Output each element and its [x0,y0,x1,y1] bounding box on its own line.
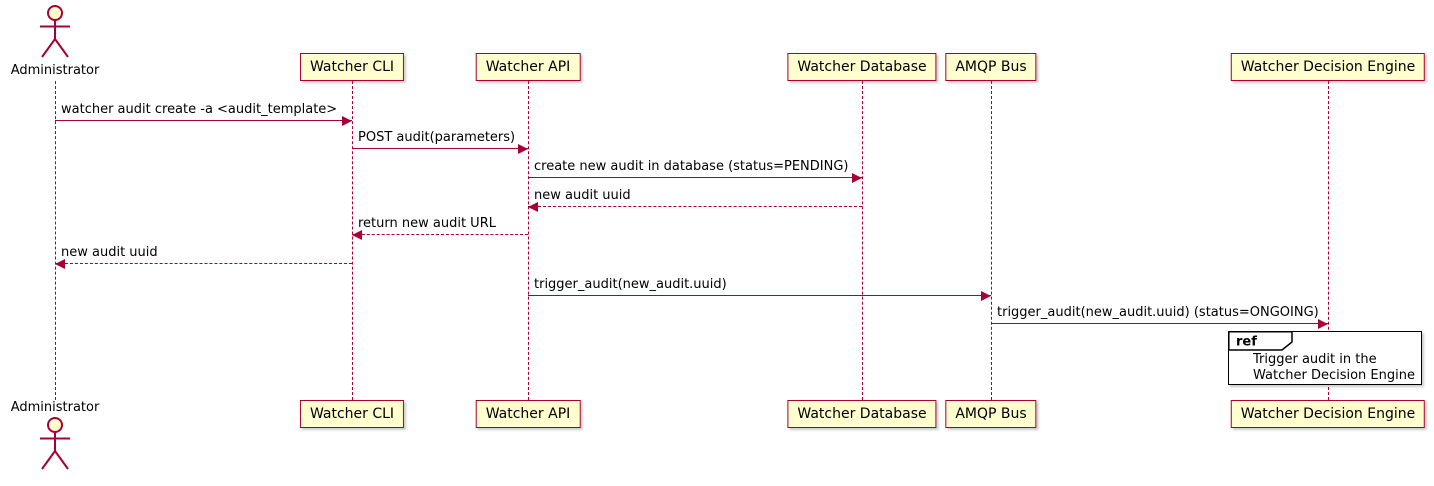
arrowhead-2 [518,144,528,154]
message-label-8: trigger_audit(new_audit.uuid) (status=ON… [997,305,1319,320]
message-line-3 [528,177,862,178]
participant-top-watcher-cli: Watcher CLI [299,53,405,81]
message-label-2: POST audit(parameters) [358,130,516,145]
actor-figure-bottom-administrator [36,416,74,474]
arrowhead-5 [352,230,362,240]
participant-top-watcher-database: Watcher Database [787,53,937,81]
participant-bottom-watcher-api: Watcher API [475,400,581,428]
arrowhead-8 [1318,319,1328,329]
ref-tag-label: ref [1236,334,1257,349]
arrowhead-6 [55,259,65,269]
lifeline-watcher-decision-engine [1328,81,1329,400]
participant-bottom-amqp-bus: AMQP Bus [945,400,1037,428]
arrowhead-3 [852,173,862,183]
message-line-4 [528,206,862,207]
actor-figure-top-administrator [36,4,74,62]
lifeline-watcher-cli [352,81,353,400]
participant-top-watcher-decision-engine: Watcher Decision Engine [1230,53,1426,81]
message-label-5: return new audit URL [358,216,496,231]
message-line-1 [55,120,352,121]
lifeline-watcher-api [528,81,529,400]
message-label-6: new audit uuid [61,245,158,260]
message-label-4: new audit uuid [534,188,631,203]
ref-text-line2: Watcher Decision Engine [1253,368,1415,383]
actor-label-top-administrator: Administrator [10,63,100,78]
lifeline-amqp-bus [991,81,992,400]
message-label-3: create new audit in database (status=PEN… [534,159,849,174]
arrowhead-1 [342,116,352,126]
message-line-2 [352,148,528,149]
actor-label-bottom-administrator: Administrator [10,400,100,415]
participant-bottom-watcher-decision-engine: Watcher Decision Engine [1230,400,1426,428]
message-line-5 [352,234,528,235]
participant-top-watcher-api: Watcher API [475,53,581,81]
participant-bottom-watcher-database: Watcher Database [787,400,937,428]
message-label-7: trigger_audit(new_audit.uuid) [534,277,727,292]
arrowhead-7 [981,291,991,301]
ref-text-line1: Trigger audit in the [1253,352,1377,367]
participant-top-amqp-bus: AMQP Bus [945,53,1037,81]
message-line-6 [55,263,352,264]
message-label-1: watcher audit create -a <audit_template> [61,102,338,117]
participant-bottom-watcher-cli: Watcher CLI [299,400,405,428]
lifeline-administrator [55,81,56,400]
ref-tag: ref [1227,330,1293,351]
lifeline-watcher-database [862,81,863,400]
message-line-7 [528,295,991,296]
message-line-8 [991,323,1328,324]
arrowhead-4 [528,202,538,212]
